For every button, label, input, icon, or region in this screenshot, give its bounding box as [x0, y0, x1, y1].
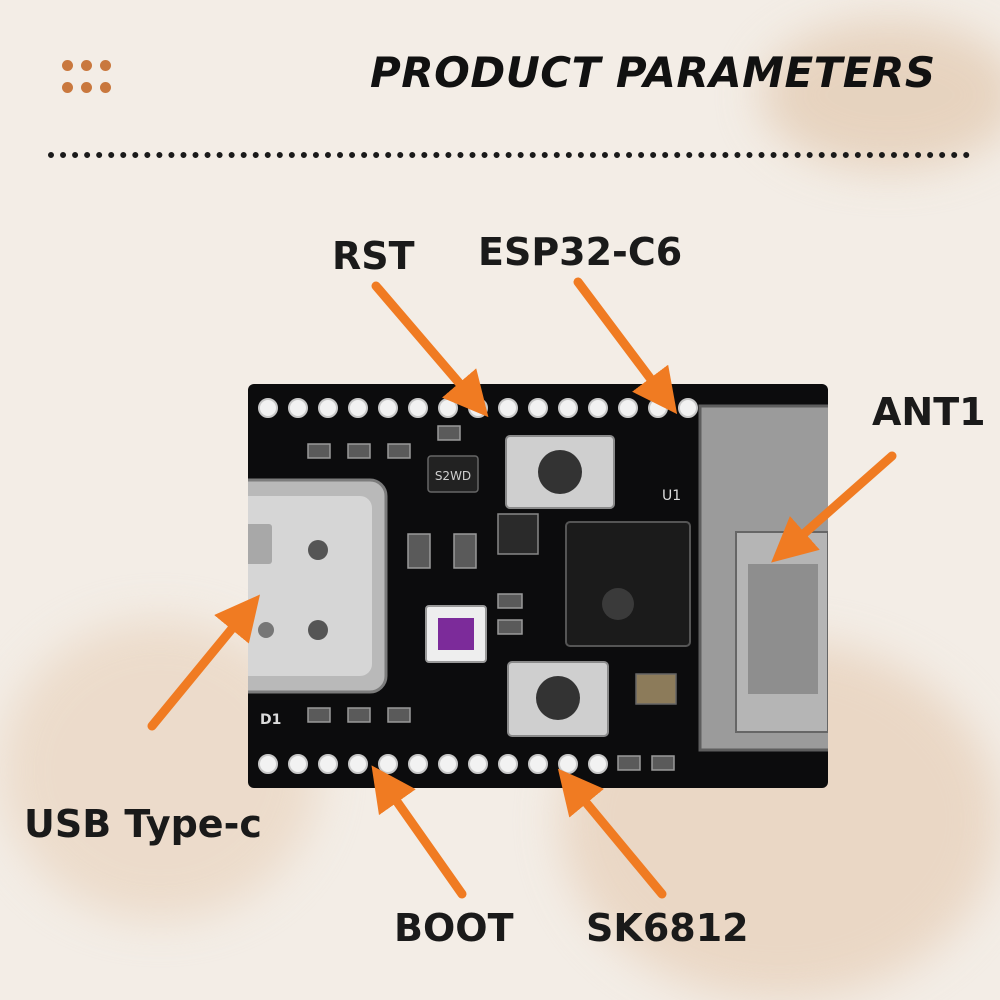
rst-arrow [371, 281, 489, 418]
page-title: PRODUCT PARAMETERS [370, 48, 936, 97]
esp32-c6-label: ESP32-C6 [478, 230, 683, 274]
boot-label: BOOT [394, 906, 514, 950]
esp32-c6-arrow [573, 277, 678, 415]
dotted-divider [48, 152, 970, 158]
ant1-label: ANT1 [872, 390, 986, 434]
rst-label: RST [332, 234, 415, 278]
svg-text:U1: U1 [662, 488, 681, 504]
svg-text:D1: D1 [260, 712, 281, 728]
background-blob [760, 20, 1000, 170]
usb-type-c-label: USB Type-c [24, 802, 262, 846]
esp32-c6-board: S2WD U1 D1 [248, 384, 828, 788]
grid-dots-icon [62, 60, 118, 100]
boot-arrow [371, 765, 467, 899]
sk6812-label: SK6812 [586, 906, 749, 950]
svg-text:S2WD: S2WD [435, 469, 471, 483]
